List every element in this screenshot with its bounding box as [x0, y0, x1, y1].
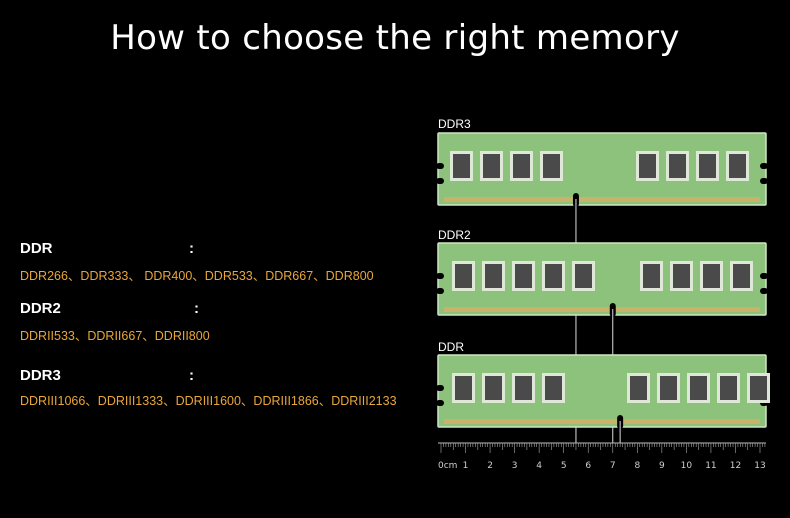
- ruler-label: 1: [463, 461, 469, 471]
- page-title: How to choose the right memory: [110, 18, 680, 58]
- ddr-speed-list: DDR266、DDR333、 DDR400、DDR533、DDR667、DDR8…: [20, 269, 374, 283]
- memory-chip-die: [630, 376, 647, 400]
- memory-chip-die: [699, 154, 716, 178]
- memory-chip-die: [545, 376, 562, 400]
- memory-chip-die: [515, 376, 532, 400]
- ddr2-speed-list: DDRII533、DDRII667、DDRII800: [20, 329, 210, 343]
- gold-contacts: [444, 307, 760, 312]
- ruler-label: 12: [730, 461, 741, 471]
- memory-module-ddr2: [436, 242, 768, 443]
- ddr3-speed-list: DDRIII1066、DDRIII1333、DDRIII1600、DDRIII1…: [20, 394, 397, 408]
- memory-chip-die: [703, 264, 720, 288]
- ruler-label: 8: [634, 461, 640, 471]
- memory-chip-die: [453, 154, 470, 178]
- memory-chip-die: [669, 154, 686, 178]
- memory-chip-die: [513, 154, 530, 178]
- ruler-label: 13: [754, 461, 765, 471]
- memory-chip-die: [690, 376, 707, 400]
- memory-chip-die: [733, 264, 750, 288]
- ruler-label: 11: [705, 461, 716, 471]
- memory-chip-die: [455, 264, 472, 288]
- ddr2-colon: :: [194, 300, 199, 317]
- memory-module-ddr3: [436, 132, 768, 443]
- ruler-label-start: 0cm: [438, 461, 457, 471]
- ddr-colon: :: [189, 240, 194, 257]
- memory-chip-die: [485, 264, 502, 288]
- memory-chip-die: [729, 154, 746, 178]
- ddr2-type-label: DDR2: [20, 300, 61, 317]
- ruler-label: 10: [681, 461, 693, 471]
- ruler-label: 4: [536, 461, 542, 471]
- module-label-ddr: DDR: [438, 340, 464, 354]
- memory-chip-die: [455, 376, 472, 400]
- memory-chip-die: [545, 264, 562, 288]
- ruler-label: 3: [512, 461, 518, 471]
- ruler-label: 7: [610, 461, 616, 471]
- memory-chip-die: [543, 154, 560, 178]
- ruler-label: 2: [487, 461, 493, 471]
- memory-chip-die: [750, 376, 767, 400]
- ruler-label: 5: [561, 461, 567, 471]
- memory-chip-die: [639, 154, 656, 178]
- memory-chip-die: [485, 376, 502, 400]
- memory-chip-die: [643, 264, 660, 288]
- ddr-type-label: DDR: [20, 240, 53, 257]
- memory-chip-die: [515, 264, 532, 288]
- ruler-label: 6: [585, 461, 591, 471]
- gold-contacts: [444, 419, 760, 424]
- ruler-label: 9: [659, 461, 665, 471]
- module-label-ddr3: DDR3: [438, 117, 471, 131]
- memory-chip-die: [575, 264, 592, 288]
- memory-module-ddr: [436, 354, 770, 443]
- memory-chip-die: [673, 264, 690, 288]
- module-label-ddr2: DDR2: [438, 228, 471, 242]
- memory-chip-die: [720, 376, 737, 400]
- ddr3-type-label: DDR3: [20, 367, 61, 384]
- memory-chip-die: [660, 376, 677, 400]
- memory-chip-die: [483, 154, 500, 178]
- ddr3-colon: :: [189, 367, 194, 384]
- gold-contacts: [444, 197, 760, 202]
